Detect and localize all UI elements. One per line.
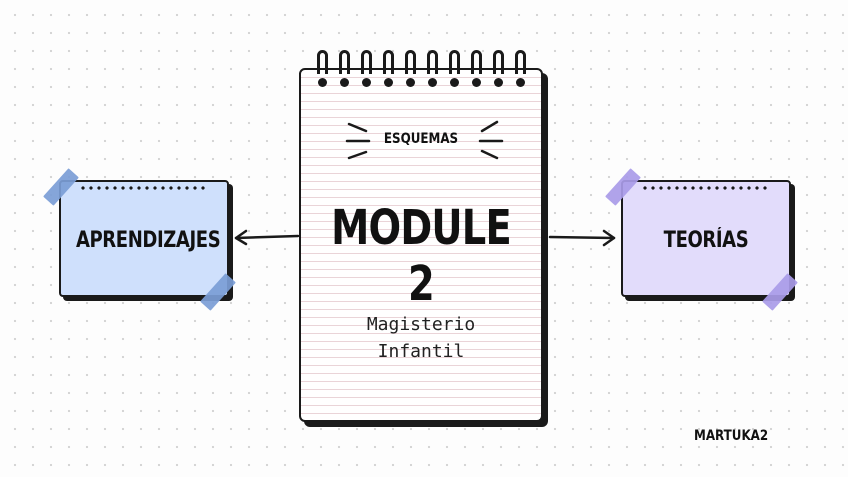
emphasis-strokes-left — [345, 122, 371, 160]
author-signature: MARTUKA2 — [694, 428, 769, 444]
emphasis-strokes-right — [478, 120, 504, 160]
card-aprendizajes: APRENDIZAJES — [59, 180, 229, 297]
subtitle-line-2: Infantil — [377, 341, 465, 362]
card-label: APRENDIZAJES — [75, 228, 221, 253]
arrow-right — [548, 229, 616, 247]
card-teorias: TEORÍAS — [621, 180, 791, 297]
arrow-left — [234, 229, 300, 246]
notebook-header: ESQUEMAS — [383, 131, 459, 147]
card-label: TEORÍAS — [663, 228, 749, 253]
notebook — [299, 68, 543, 422]
page-title: MODULE 2 — [331, 200, 512, 312]
card-binding-dots — [641, 186, 771, 190]
subtitle-line-1: Magisterio — [366, 314, 476, 335]
card-binding-dots — [79, 186, 209, 190]
